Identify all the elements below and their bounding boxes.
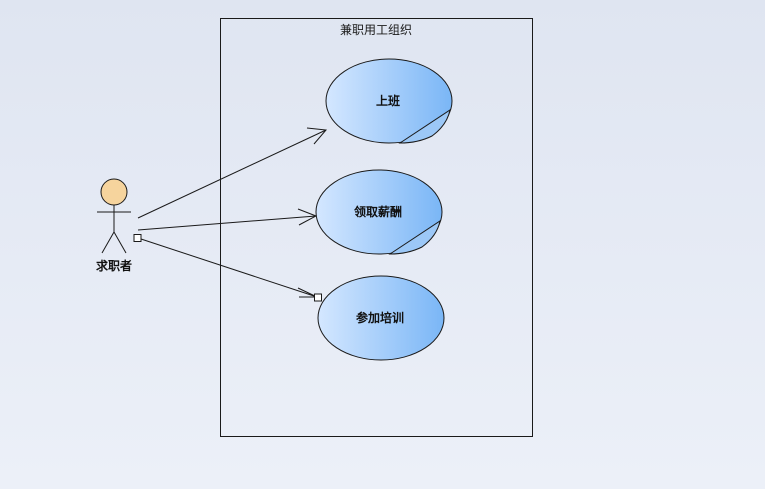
use-case-label: 参加培训 [356, 310, 404, 325]
system-boundary-title: 兼职用工组织 [340, 23, 412, 37]
use-case-can-jia-pei-xun[interactable]: 参加培训 [317, 275, 445, 361]
fold-corner-icon [388, 219, 441, 255]
fold-corner-icon [398, 108, 451, 144]
use-case-shang-ban[interactable]: 上班 [325, 58, 453, 144]
arrowhead-icon [306, 127, 327, 145]
association-to-shang-ban[interactable] [137, 127, 327, 219]
connector-square-icon [314, 293, 322, 302]
system-boundary[interactable]: 兼职用工组织 [220, 18, 533, 437]
association-to-can-jia-pei-xun[interactable] [133, 234, 322, 302]
connector-square-icon [133, 234, 142, 242]
stick-figure-icon [97, 178, 131, 254]
use-case-label: 上班 [376, 93, 400, 108]
association-to-ling-qu-xin-chou[interactable] [137, 208, 318, 231]
actor-qiu-zhi-zhe[interactable]: 求职者 [96, 178, 132, 273]
actor-label: 求职者 [96, 258, 132, 273]
arrowhead-icon [297, 208, 318, 226]
use-case-label: 领取薪酬 [354, 204, 402, 219]
use-case-ling-qu-xin-chou[interactable]: 领取薪酬 [315, 169, 443, 255]
